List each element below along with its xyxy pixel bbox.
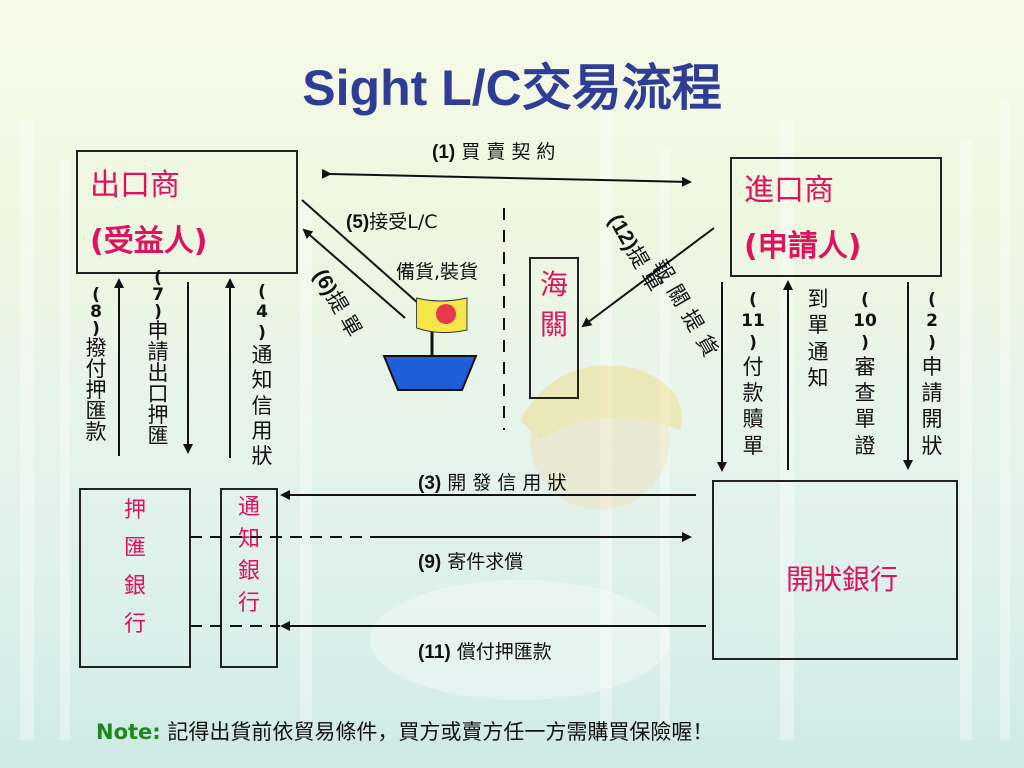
step-char: 到 <box>807 287 829 311</box>
ship-icon <box>382 297 478 391</box>
step-char: 狀 <box>921 433 943 458</box>
step-5-label: (5)接受L/C <box>346 207 438 234</box>
step-char: 款 <box>742 381 764 405</box>
exporter-label: 出口商 <box>90 168 180 203</box>
step-char: 知 <box>807 365 829 390</box>
step-char: 狀 <box>251 443 273 468</box>
step-number: (2) <box>926 290 938 353</box>
step-9-label: (9) 寄件求償 <box>418 547 523 574</box>
importer-label: 進口商 <box>744 173 834 208</box>
advising-bank-char: 通 <box>237 495 260 520</box>
step-char: 付 <box>742 354 764 379</box>
negotiating-bank-char: 行 <box>123 612 146 637</box>
step-text: 開 發 信 用 狀 <box>447 472 567 494</box>
negotiating-bank-char: 銀 <box>123 574 146 599</box>
arrival-notice-label: 到 單 通 知 <box>806 286 830 391</box>
step-char: 款 <box>85 420 107 444</box>
step-char: 請 <box>147 340 169 364</box>
advising-bank-char: 知 <box>237 527 260 552</box>
step-number: (3) <box>418 473 442 494</box>
advising-bank-char: 銀 <box>237 559 260 584</box>
step-text: 接受L/C <box>369 211 438 233</box>
step-char: 開 <box>921 407 943 432</box>
step-char: 申 <box>147 319 169 343</box>
step-3-label: (3) 開 發 信 用 狀 <box>418 468 566 495</box>
note-text: 記得出貨前依貿易條件，買方或賣方任一方需購買保險喔！ <box>167 720 714 744</box>
negotiating-bank-char: 匯 <box>123 536 146 561</box>
step-1-label: (1) 買 賣 契 約 <box>432 137 555 164</box>
step-char: 單 <box>854 407 876 432</box>
step-4-label: (4) 通 知 信 用 狀 <box>250 282 274 469</box>
step-11-label: (11) 付 款 贖 單 <box>740 290 766 459</box>
importer-role: (申請人) <box>744 229 862 264</box>
footer-note: Note: 記得出貨前依貿易條件，買方或賣方任一方需購買保險喔！ <box>96 716 713 746</box>
issuing-bank-label: 開狀銀行 <box>786 563 899 596</box>
step-number: (11) <box>741 290 765 353</box>
importer-box: 進口商 (申請人) <box>730 157 942 277</box>
step-number: (7) <box>152 268 164 322</box>
step-5-sub-label: 備貨,裝貨 <box>396 261 479 283</box>
step-number: (11) <box>418 642 451 663</box>
negotiating-bank-char: 押 <box>123 498 146 523</box>
step-char: 匯 <box>85 399 107 423</box>
step-7-label: (7) 申 請 出 口 押 匯 <box>146 270 170 447</box>
step-char: 贖 <box>742 407 764 432</box>
step-char: 付 <box>85 357 107 381</box>
step-char: 撥 <box>85 336 107 360</box>
note-key: Note: <box>96 720 161 744</box>
advising-bank-box: 通 知 銀 行 <box>220 488 278 668</box>
step-char: 出 <box>147 361 169 385</box>
step-2-label: (2) 申 請 開 狀 <box>920 290 944 459</box>
step-text: 買 賣 契 約 <box>461 141 556 163</box>
step-text: 償付押匯款 <box>456 641 552 663</box>
step-11-reimburse-label: (11) 償付押匯款 <box>418 637 552 664</box>
advising-bank-char: 行 <box>237 591 260 616</box>
step-char: 請 <box>921 381 943 405</box>
step-char: 查 <box>854 381 876 405</box>
customs-char: 關 <box>539 308 568 341</box>
step-char: 口 <box>147 382 169 406</box>
page-title: Sight L/C交易流程 <box>302 60 722 116</box>
step-char: 申 <box>921 354 943 379</box>
step-text: 寄件求償 <box>447 551 524 573</box>
negotiating-bank-box: 押 匯 銀 行 <box>79 488 191 668</box>
step-char: 押 <box>147 403 169 427</box>
step-number: (8) <box>90 285 102 339</box>
exporter-role: (受益人) <box>90 224 208 259</box>
step-number: (1) <box>432 142 456 163</box>
customs-box: 海 關 <box>529 257 579 399</box>
step-10-label: (10) 審 查 單 證 <box>852 290 878 459</box>
step-char: 信 <box>251 393 273 418</box>
step-char: 審 <box>854 354 876 379</box>
issuing-bank-box: 開狀銀行 <box>712 480 958 660</box>
step-char: 單 <box>807 313 829 338</box>
step-char: 通 <box>807 339 829 364</box>
step-char: 押 <box>85 378 107 402</box>
step-number: (4) <box>256 282 268 343</box>
step-char: 單 <box>742 433 764 458</box>
step-char: 證 <box>854 433 876 458</box>
step-number: (10) <box>853 290 877 353</box>
customs-char: 海 <box>539 268 568 301</box>
step-char: 通 <box>251 343 273 368</box>
step-8-label: (8) 撥 付 押 匯 款 <box>84 287 108 443</box>
exporter-box: 出口商 (受益人) <box>76 150 298 274</box>
step-number: (5) <box>346 212 370 233</box>
step-char: 知 <box>251 368 273 393</box>
step-char: 用 <box>251 418 273 443</box>
step-number: (9) <box>418 552 442 573</box>
step-char: 匯 <box>147 424 169 448</box>
